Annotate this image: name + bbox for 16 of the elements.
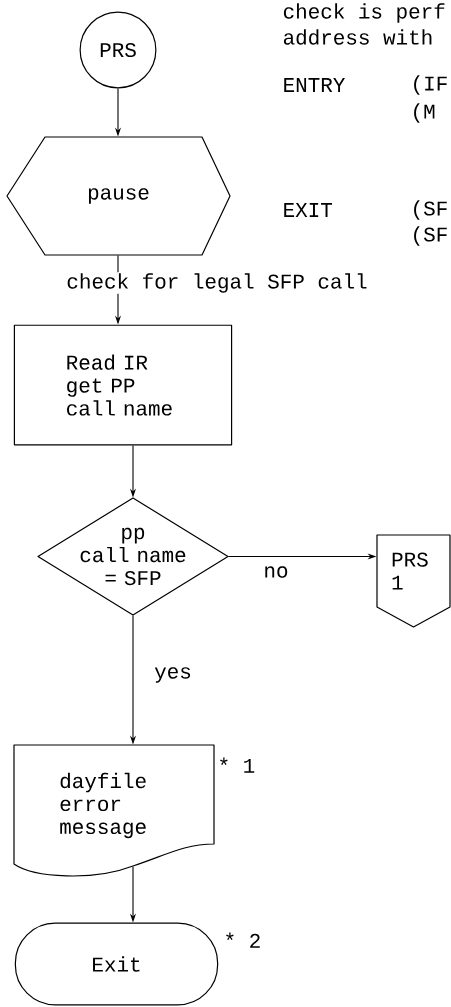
edge-label: yes: [153, 666, 193, 684]
off-page-connector: PRS 1: [376, 534, 451, 628]
process-box: Read IR get PP call name: [13, 324, 233, 446]
footnote-mark: * 2: [226, 932, 260, 948]
footnote-mark: * 1: [220, 757, 255, 773]
note-text: (M: [414, 103, 435, 123]
note-text: (IF: [414, 75, 447, 95]
note-text: EXIT: [284, 203, 332, 217]
edge-label: no: [262, 565, 290, 579]
note-text: address with: [283, 29, 432, 45]
note-text: (SF: [414, 226, 447, 246]
note-text: (SF: [414, 200, 447, 220]
note-text: ENTRY: [284, 78, 345, 92]
preparation-hexagon: pause: [6, 136, 231, 256]
edge-label: check for legal SFP call: [65, 272, 369, 294]
note-text: check is perf: [283, 3, 445, 23]
